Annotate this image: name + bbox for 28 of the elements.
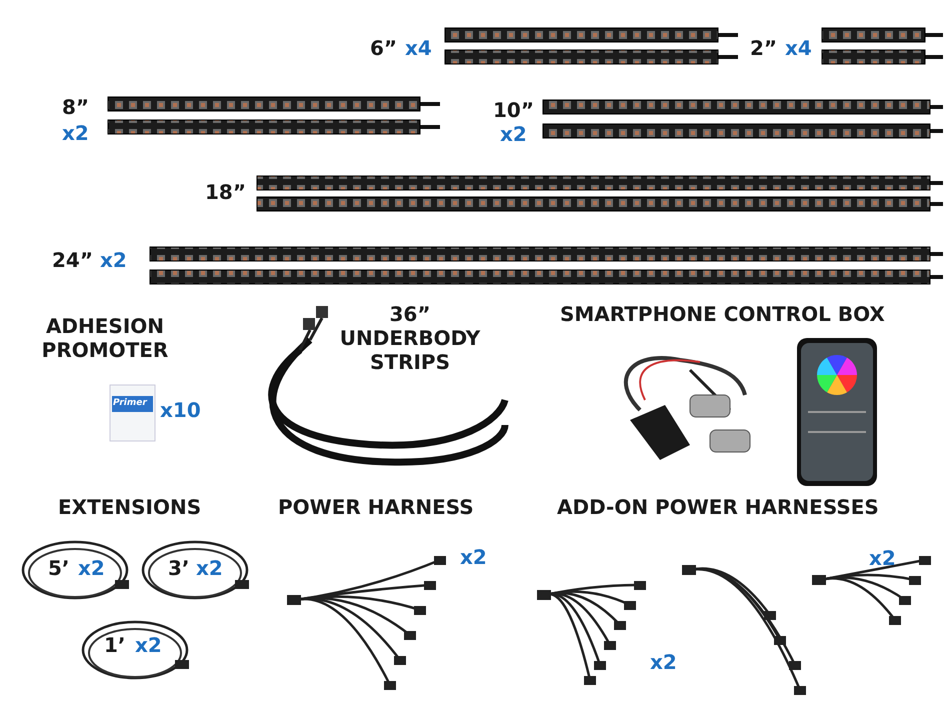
item-label: 24” [52, 248, 93, 272]
item-label: 1’ [104, 633, 126, 657]
quantity-label: x2 [62, 121, 89, 145]
item-label: POWER HARNESS [278, 495, 474, 519]
item-label: ADD-ON POWER HARNESSES [557, 495, 879, 519]
quantity-label: x2 [500, 122, 527, 146]
item-label: 5’ [48, 556, 70, 580]
item-label: 36” UNDERBODY STRIPS [338, 302, 482, 374]
item-label: ADHESION PROMOTER [40, 314, 170, 362]
quantity-label: x4 [785, 36, 812, 60]
quantity-label: x2 [869, 546, 896, 570]
item-label: 3’ [168, 556, 190, 580]
item-label: SMARTPHONE CONTROL BOX [560, 302, 885, 326]
item-label: 8” [62, 95, 90, 119]
quantity-label: x2 [100, 248, 127, 272]
quantity-label: x2 [460, 545, 487, 569]
quantity-label: x2 [650, 650, 677, 674]
quantity-label: x2 [78, 556, 105, 580]
packet-text: Primer [113, 398, 147, 409]
item-label: 6” [370, 36, 398, 60]
quantity-label: x2 [196, 556, 223, 580]
item-label: EXTENSIONS [58, 495, 202, 519]
quantity-label: x2 [135, 633, 162, 657]
item-label: 2” [750, 36, 778, 60]
item-label: 10” [493, 98, 534, 122]
quantity-label: x4 [405, 36, 432, 60]
quantity-label: x10 [160, 398, 201, 422]
item-label: 18” [205, 180, 246, 204]
